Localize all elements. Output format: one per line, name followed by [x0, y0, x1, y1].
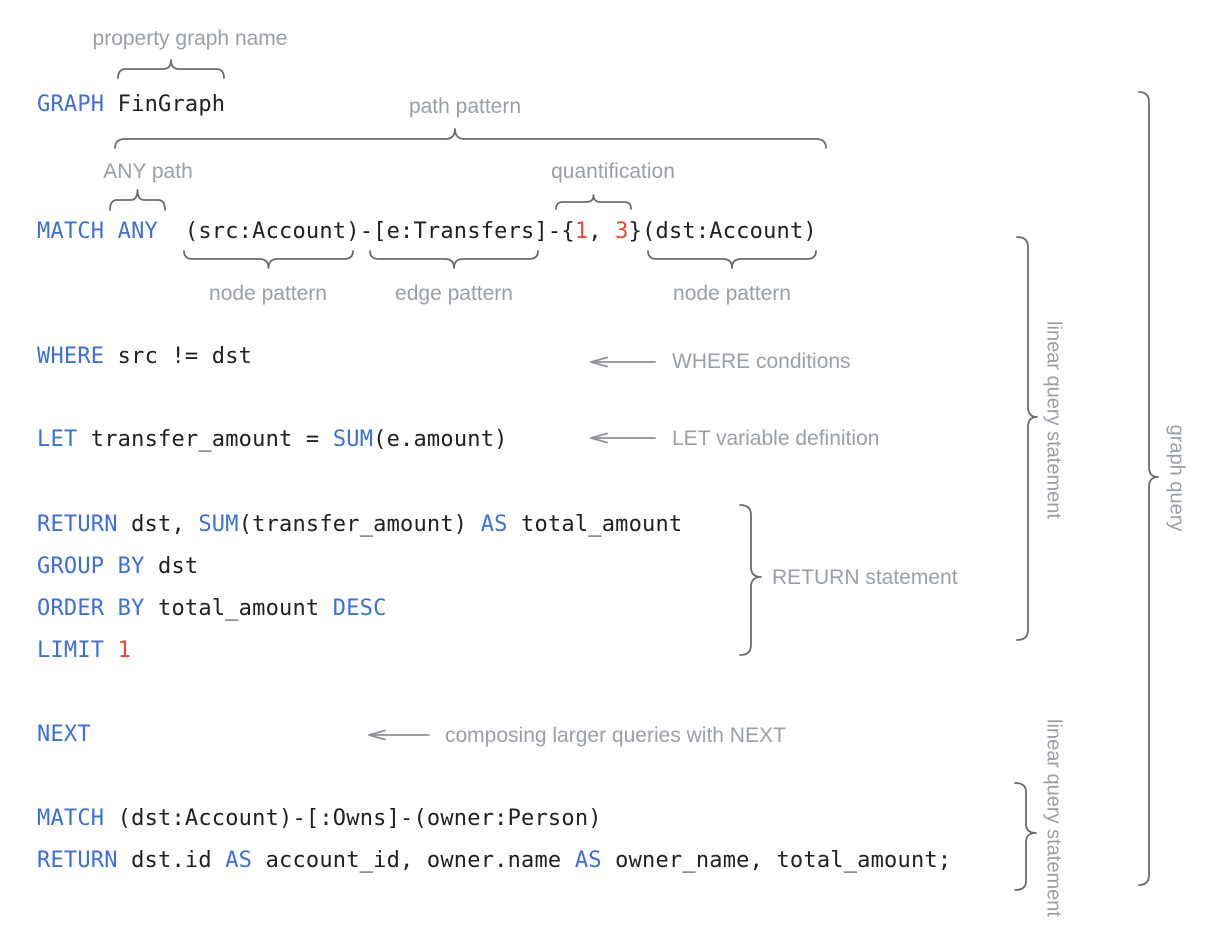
label-any-path: ANY path: [103, 160, 193, 183]
code-line-let: LET transfer_amount = SUM(e.amount): [37, 427, 508, 453]
brace-node-pattern-left: [183, 250, 354, 269]
label-property-graph-name: property graph name: [92, 27, 288, 50]
brace-path-pattern: [114, 128, 827, 149]
code-token: (src:Account)-[e:Transfers]-{: [158, 219, 575, 244]
code-line-return-2: RETURN dst.id AS account_id, owner.name …: [37, 848, 951, 874]
code-token: transfer_amount =: [77, 427, 333, 452]
label-edge-pattern: edge pattern: [395, 282, 513, 305]
code-token: }(dst:Account): [628, 219, 817, 244]
brace-edge-pattern: [369, 250, 539, 269]
label-linear-query-statement-2: linear query statement: [1042, 719, 1065, 917]
code-line-order-by: ORDER BY total_amount DESC: [37, 596, 387, 622]
code-token: total_amount: [507, 512, 683, 537]
code-token: NEXT: [37, 722, 91, 747]
code-token: SUM: [332, 427, 374, 452]
code-token: LIMIT: [37, 638, 118, 663]
code-token: GROUP BY: [37, 554, 145, 579]
code-token: SUM: [198, 512, 239, 537]
code-token: src != dst: [104, 344, 253, 369]
label-path-pattern: path pattern: [408, 95, 522, 118]
code-token: AS: [574, 848, 602, 873]
code-token: 1: [574, 219, 589, 244]
brace-quantification: [555, 194, 632, 210]
brace-property-graph-name: [117, 59, 225, 79]
code-token: WHERE: [37, 344, 105, 369]
code-token: DESC: [332, 596, 387, 621]
code-token: LET: [37, 427, 78, 452]
label-let-variable: LET variable definition: [672, 427, 880, 450]
label-where-conditions: WHERE conditions: [672, 350, 851, 373]
code-token: account_id, owner.name: [252, 848, 575, 873]
code-line-match: MATCH ANY (src:Account)-[e:Transfers]-{1…: [37, 219, 817, 245]
code-line-next: NEXT: [37, 722, 91, 748]
label-linear-query-statement-1: linear query statement: [1042, 321, 1065, 519]
let-arrow-icon: [590, 432, 656, 444]
code-token: (e.amount): [373, 427, 508, 452]
label-composing-next: composing larger queries with NEXT: [445, 724, 786, 747]
brace-linear-query-statement-1: [1016, 236, 1038, 641]
brace-linear-query-statement-2: [1014, 782, 1037, 891]
code-token: RETURN: [37, 512, 118, 537]
code-token: ,: [588, 219, 616, 244]
label-graph-query: graph query: [1165, 424, 1188, 532]
code-token: FinGraph: [104, 92, 226, 117]
code-line-match-2: MATCH (dst:Account)-[:Owns]-(owner:Perso…: [37, 806, 602, 832]
label-return-statement: RETURN statement: [772, 566, 958, 589]
code-token: total_amount: [144, 596, 333, 621]
label-quantification: quantification: [551, 160, 675, 183]
label-node-pattern-left: node pattern: [209, 282, 327, 305]
label-node-pattern-right: node pattern: [673, 282, 791, 305]
code-token: RETURN: [37, 848, 118, 873]
code-token: (transfer_amount): [238, 512, 481, 537]
code-token: MATCH ANY: [37, 219, 159, 244]
code-token: dst.id: [117, 848, 226, 873]
code-token: owner_name, total_amount;: [601, 848, 952, 873]
code-token: ORDER BY: [37, 596, 145, 621]
code-line-return: RETURN dst, SUM(transfer_amount) AS tota…: [37, 512, 682, 538]
brace-any-path: [109, 189, 166, 211]
code-token: dst,: [117, 512, 199, 537]
where-arrow-icon: [590, 356, 656, 368]
code-line-limit: LIMIT 1: [37, 638, 131, 664]
next-arrow-icon: [368, 729, 430, 741]
brace-node-pattern-right: [647, 250, 817, 269]
code-token: (dst:Account)-[:Owns]-(owner:Person): [104, 806, 602, 831]
brace-graph-query: [1138, 91, 1159, 886]
code-token: AS: [225, 848, 253, 873]
code-token: 3: [615, 219, 629, 244]
code-token: GRAPH: [37, 92, 105, 117]
code-line-where: WHERE src != dst: [37, 344, 252, 370]
code-token: 1: [117, 638, 132, 663]
code-line-group-by: GROUP BY dst: [37, 554, 198, 580]
code-token: dst: [144, 554, 199, 579]
brace-return-statement: [739, 504, 762, 656]
code-line-graph: GRAPH FinGraph: [37, 92, 225, 118]
code-token: AS: [480, 512, 508, 537]
code-token: MATCH: [37, 806, 105, 831]
